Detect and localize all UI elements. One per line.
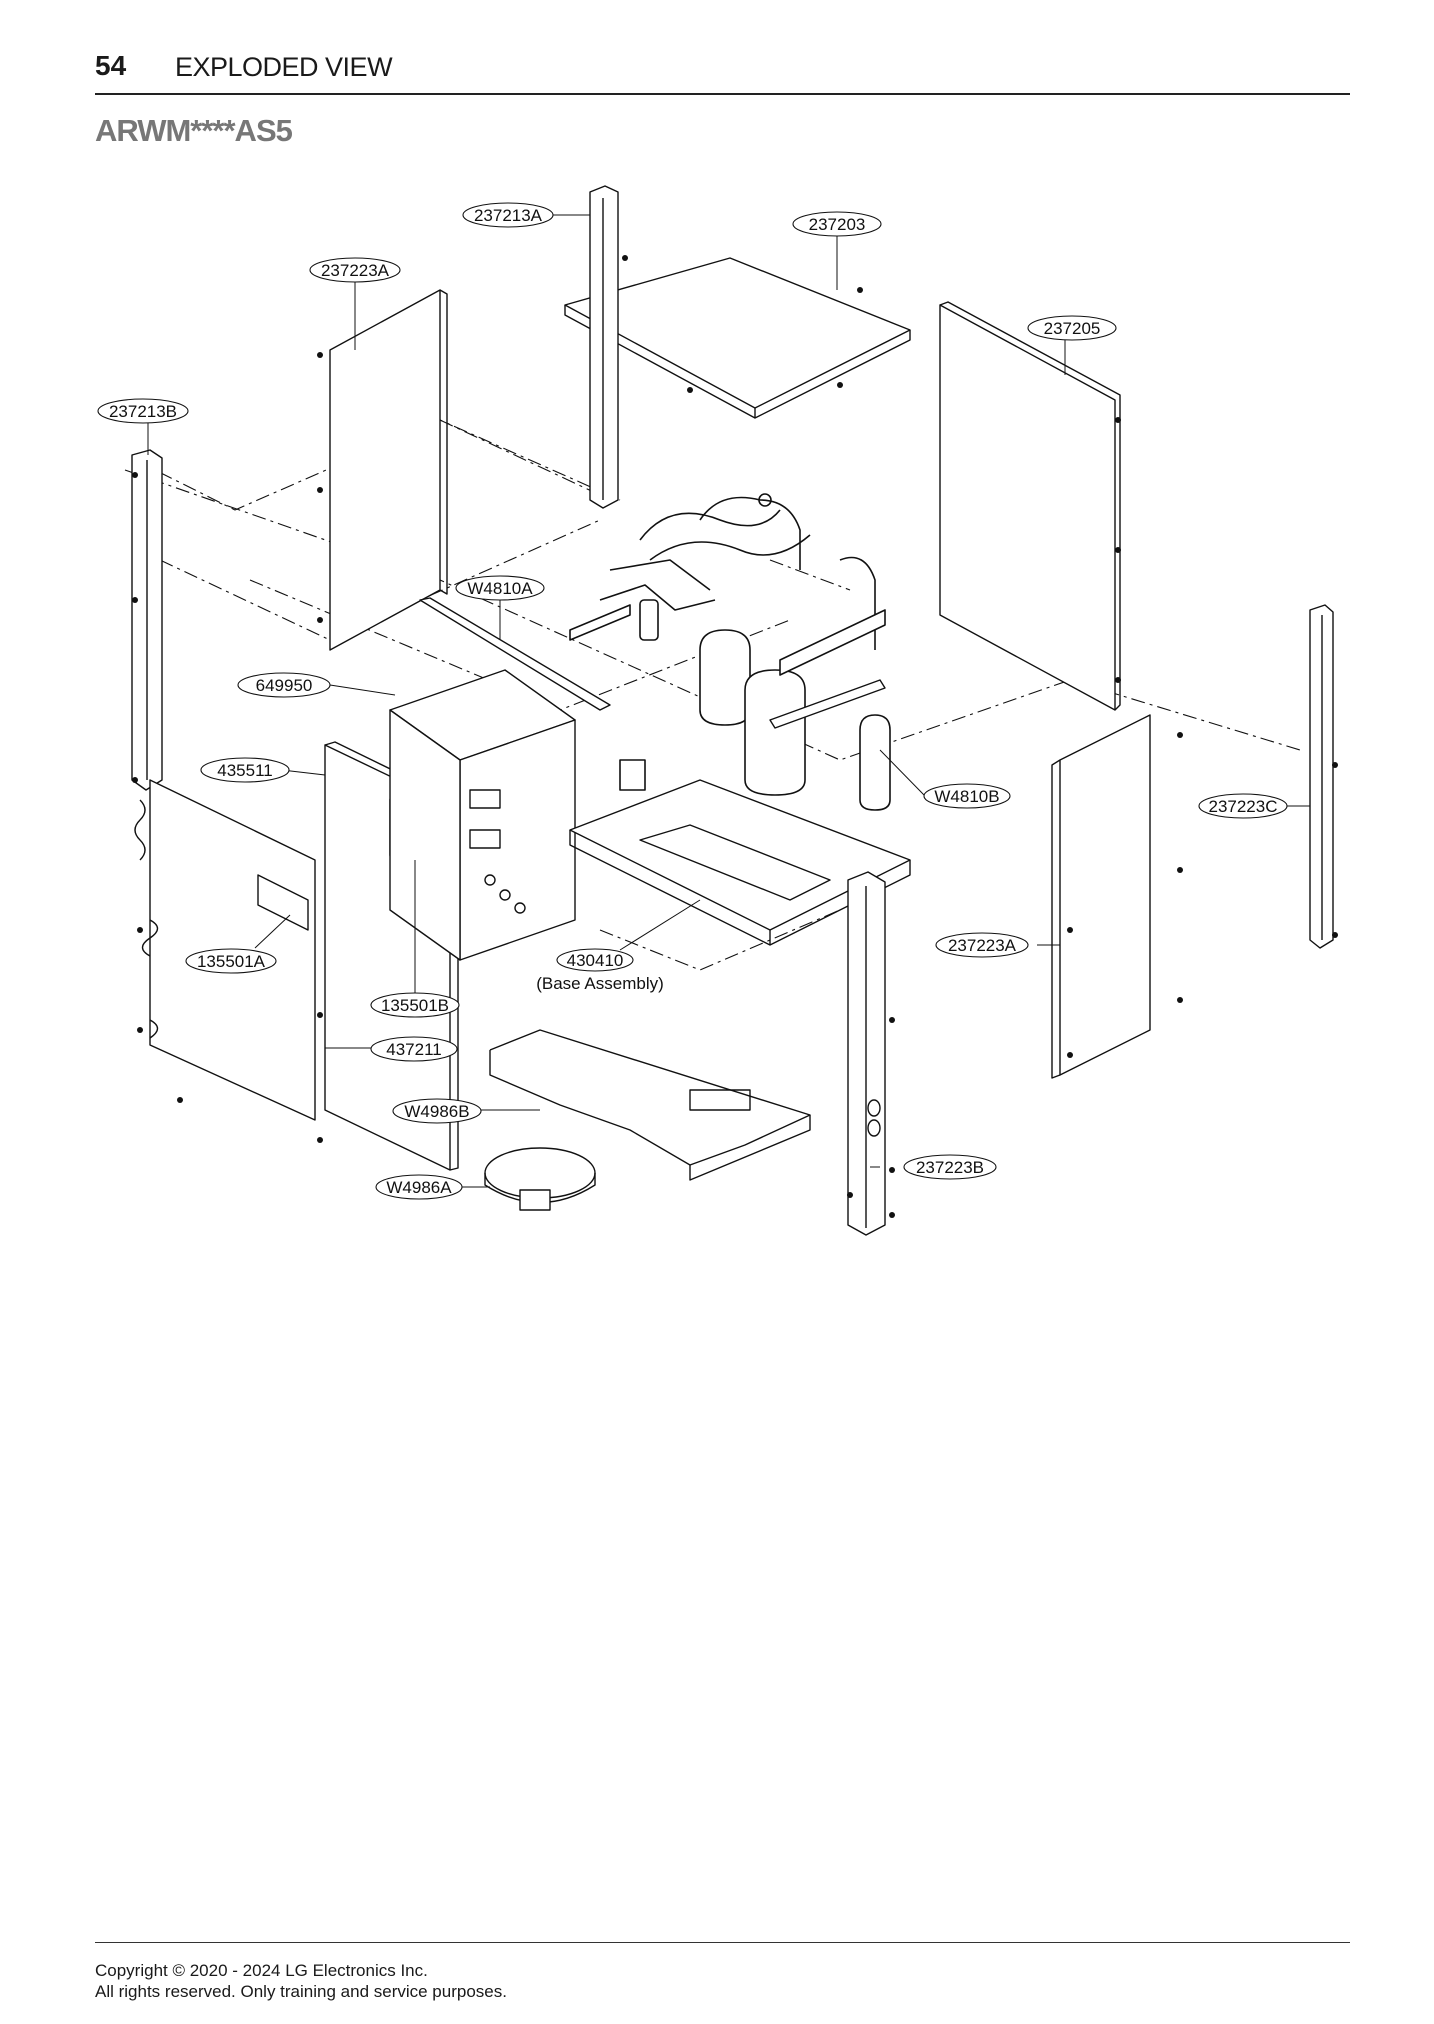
fastener-screws: [132, 255, 1338, 1218]
svg-text:W4986A: W4986A: [386, 1178, 452, 1197]
callout-W4810B: W4810B: [923, 783, 1011, 809]
rear-pillar-237213A: [589, 185, 619, 509]
callout-237223A-top: 237223A: [309, 257, 401, 283]
strut-W4810A: [419, 597, 611, 711]
exploded-view-diagram: 237213A 237203 237223A 237205 237213B W4…: [97, 185, 1338, 1236]
callout-135501B: 135501B: [370, 992, 460, 1018]
corner-pillar-237213B: [131, 449, 163, 861]
svg-text:237223B: 237223B: [916, 1158, 984, 1177]
model-title: ARWM****AS5: [95, 113, 293, 148]
copyright-line: Copyright © 2020 - 2024 LG Electronics I…: [95, 1961, 428, 1980]
svg-text:W4986B: W4986B: [404, 1102, 469, 1121]
callout-labels: 237213A 237203 237223A 237205 237213B W4…: [97, 202, 1288, 1200]
footer-rule: [95, 1942, 1350, 1943]
callout-430410: 430410: [556, 948, 634, 972]
section-title: EXPLODED VIEW: [175, 52, 393, 82]
page-header: 54 EXPLODED VIEW: [95, 48, 1350, 95]
callout-W4810A: W4810A: [455, 575, 545, 601]
svg-text:237223A: 237223A: [948, 936, 1017, 955]
svg-text:237223C: 237223C: [1208, 797, 1277, 816]
callout-237213A: 237213A: [462, 202, 554, 228]
svg-text:135501A: 135501A: [197, 952, 266, 971]
callout-237223A-right: 237223A: [935, 932, 1029, 958]
svg-text:237203: 237203: [809, 215, 866, 234]
base-assembly-430410: [569, 779, 911, 946]
svg-text:135501B: 135501B: [381, 996, 449, 1015]
strut-W4810B: [769, 679, 886, 729]
callout-437211: 437211: [370, 1036, 458, 1062]
svg-text:430410: 430410: [567, 951, 624, 970]
page-number: 54: [95, 50, 127, 81]
svg-text:649950: 649950: [256, 676, 313, 695]
callout-430410-subtitle: (Base Assembly): [536, 974, 664, 993]
page-footer: Copyright © 2020 - 2024 LG Electronics I…: [95, 1960, 507, 2002]
side-panel-237223A-top: [329, 289, 448, 651]
side-panel-237223A-right: [1051, 714, 1151, 1079]
callout-W4986B: W4986B: [392, 1098, 482, 1124]
svg-text:237213A: 237213A: [474, 206, 543, 225]
svg-text:W4810A: W4810A: [467, 579, 533, 598]
control-box-649950: [389, 669, 576, 961]
corner-pillar-237223C: [1309, 604, 1334, 949]
callout-237223C: 237223C: [1198, 793, 1288, 819]
leader-lines: [147, 214, 1310, 1188]
callout-135501A: 135501A: [185, 948, 277, 974]
heater-cover-W4986A: [484, 1147, 596, 1211]
top-panel-237203: [564, 257, 911, 419]
svg-text:435511: 435511: [217, 761, 272, 780]
corner-pillar-237223B: [847, 871, 886, 1236]
callout-435511: 435511: [200, 757, 290, 783]
svg-text:237205: 237205: [1044, 319, 1101, 338]
svg-text:237223A: 237223A: [321, 261, 390, 280]
refrigerant-piping: [569, 493, 891, 811]
callout-W4986A: W4986A: [375, 1174, 463, 1200]
svg-text:437211: 437211: [386, 1040, 441, 1059]
side-panel-237205: [939, 301, 1121, 711]
callout-237213B: 237213B: [97, 398, 189, 424]
header-rule: [95, 93, 1350, 95]
svg-text:W4810B: W4810B: [934, 787, 999, 806]
callout-649950: 649950: [237, 672, 331, 698]
callout-237205: 237205: [1027, 315, 1117, 341]
rights-line: All rights reserved. Only training and s…: [95, 1982, 507, 2001]
drain-pan-W4986B: [489, 1029, 811, 1181]
callout-237223B: 237223B: [903, 1154, 997, 1180]
svg-text:237213B: 237213B: [109, 402, 177, 421]
callout-237203: 237203: [792, 211, 882, 237]
